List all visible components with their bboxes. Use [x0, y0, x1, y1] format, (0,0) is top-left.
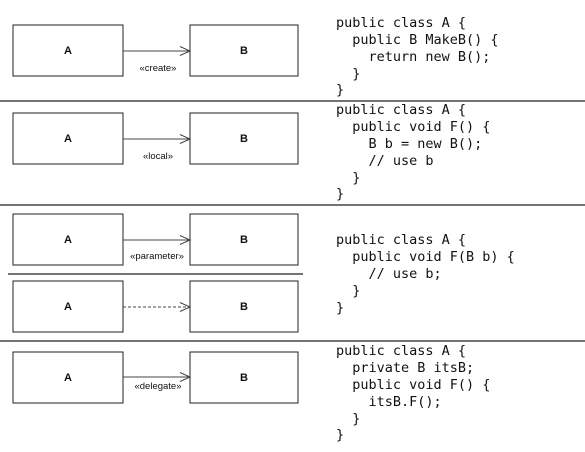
code-line: // use b; [336, 266, 442, 282]
code-snippet: public class A { public void F(B b) { //… [336, 232, 515, 316]
class-box-b [189, 351, 299, 404]
code-line: } [336, 427, 344, 443]
code-line: public class A { [336, 102, 466, 118]
code-line: } [336, 82, 344, 98]
code-line: public void F(B b) { [336, 249, 515, 265]
code-line: public class A { [336, 343, 466, 359]
open-arrowhead-icon [179, 134, 192, 144]
class-box-b [189, 112, 299, 165]
code-line: public void F() { [336, 377, 490, 393]
class-box-b [189, 24, 299, 77]
code-line: public B MakeB() { [336, 32, 499, 48]
panel-local: A B «local» public class A { public void… [12, 102, 490, 202]
class-box-b-label: B [240, 133, 248, 145]
class-box-a-label: A [64, 301, 72, 313]
class-box-b-label: B [240, 372, 248, 384]
code-line: } [336, 186, 344, 202]
class-box-b [189, 280, 299, 333]
code-line: public void F() { [336, 119, 490, 135]
stereotype-label: «create» [140, 63, 177, 74]
stereotype-label: «local» [143, 151, 173, 162]
code-line: private B itsB; [336, 360, 474, 376]
code-line: B b = new B(); [336, 136, 482, 152]
open-arrowhead-icon [179, 302, 192, 312]
code-line: } [336, 66, 360, 82]
open-arrowhead-icon [179, 372, 192, 382]
panel-delegate: A B «delegate» public class A { private … [12, 343, 490, 443]
stereotype-label: «parameter» [130, 251, 184, 262]
class-box-a-label: A [64, 133, 72, 145]
class-box-a [12, 24, 124, 77]
class-box-b [189, 213, 299, 266]
code-line: return new B(); [336, 49, 490, 65]
code-line: } [336, 170, 360, 186]
code-line: // use b [336, 153, 434, 169]
code-line: public class A { [336, 232, 466, 248]
code-line: itsB.F(); [336, 394, 442, 410]
code-snippet: public class A { public B MakeB() { retu… [336, 15, 499, 98]
class-box-a [12, 351, 124, 404]
panel-parameter: A B «parameter» A B public class A { pub… [12, 213, 515, 333]
class-box-a-label: A [64, 372, 72, 384]
class-box-a-label: A [64, 234, 72, 246]
open-arrowhead-icon [179, 235, 192, 245]
open-arrowhead-icon [179, 46, 192, 56]
code-snippet: public class A { private B itsB; public … [336, 343, 490, 443]
code-snippet: public class A { public void F() { B b =… [336, 102, 490, 202]
code-line: } [336, 283, 360, 299]
class-box-b-label: B [240, 234, 248, 246]
code-line: } [336, 300, 344, 316]
class-box-a-label: A [64, 45, 72, 57]
code-line: } [336, 411, 360, 427]
class-box-a [12, 280, 124, 333]
panel-create: A B «create» public class A { public B M… [12, 15, 499, 98]
code-line: public class A { [336, 15, 466, 31]
stereotype-label: «delegate» [134, 381, 181, 392]
class-box-b-label: B [240, 45, 248, 57]
class-box-b-label: B [240, 301, 248, 313]
